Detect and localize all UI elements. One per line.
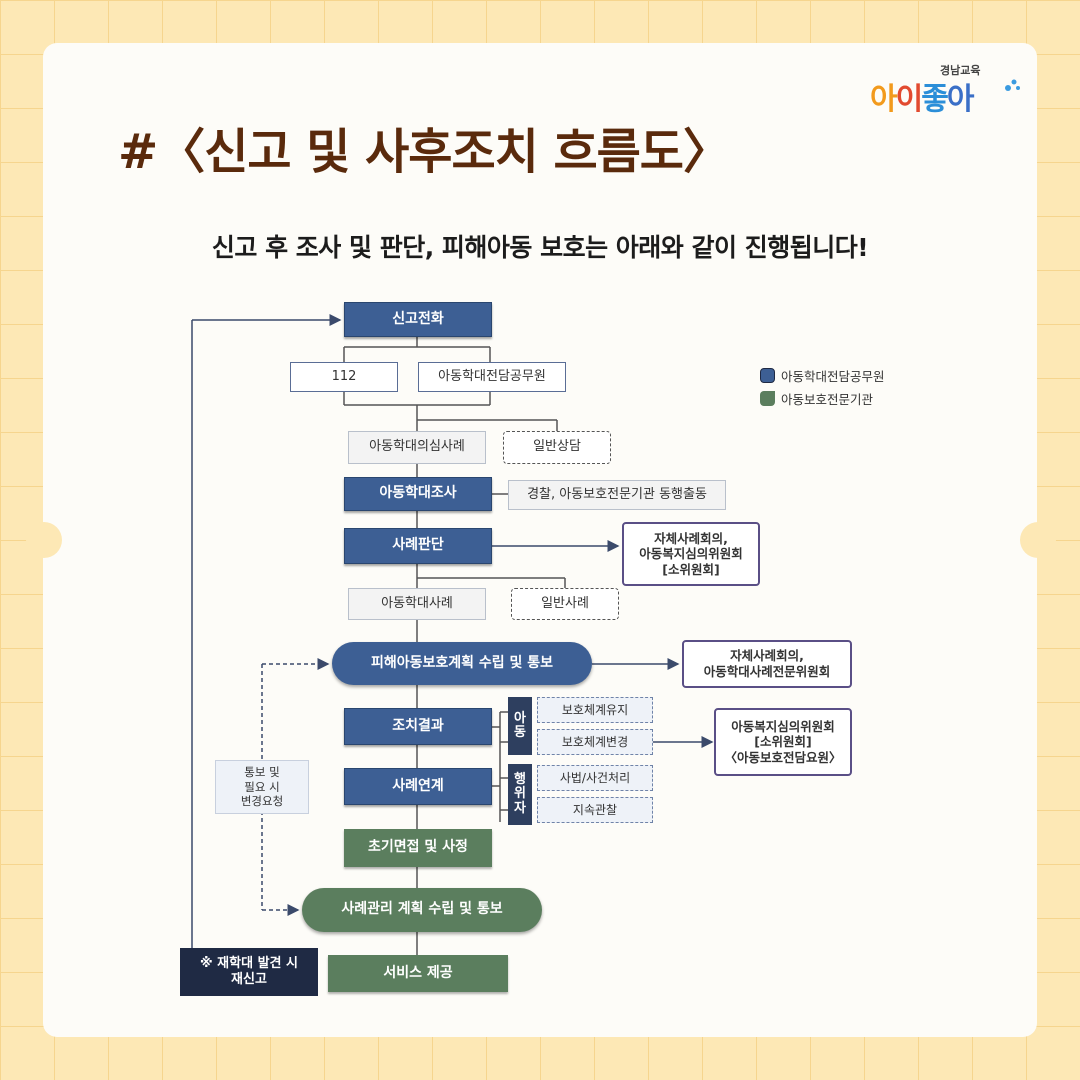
monitoring-box: 지속관찰 (537, 797, 653, 823)
general-consult-box: 일반상담 (503, 431, 611, 464)
legend-item-officer: 아동학대전담공무원 (760, 366, 885, 385)
child-tab: 아 동 (508, 697, 532, 755)
interview-box: 초기면접 및 사정 (344, 829, 492, 867)
committee-box-1: 자체사례회의, 아동복지심의위원회 [소위원회] (622, 522, 760, 586)
general-case-box: 일반사례 (511, 588, 619, 620)
page-subtitle: 신고 후 조사 및 판단, 피해아동 보호는 아래와 같이 진행됩니다! (211, 233, 869, 262)
logo-small-text: 경남교육 (940, 64, 981, 77)
keep-system-box: 보호체계유지 (537, 697, 653, 723)
legend-swatch-green (760, 391, 775, 406)
n112-box: 112 (290, 362, 398, 392)
officer-box: 아동학대전담공무원 (418, 362, 566, 392)
committee-box-3: 아동복지심의위원회 [소위원회] 〈아동보호전담요원〉 (714, 708, 852, 776)
legend-swatch-navy (760, 368, 775, 383)
case-judgment-box: 사례판단 (344, 528, 492, 564)
committee-box-2: 자체사례회의, 아동학대사례전문위원회 (682, 640, 852, 688)
police-dispatch-box: 경찰, 아동보호전문기관 동행출동 (508, 480, 726, 510)
re-abuse-box: ※ 재학대 발견 시 재신고 (180, 948, 318, 996)
action-result-box: 조치결과 (344, 708, 492, 745)
water-drop-icon (1005, 79, 1020, 91)
card-notch-right (1020, 522, 1056, 558)
logo-main-text: 아이좋아 (870, 82, 974, 117)
legend-item-agency: 아동보호전문기관 (760, 389, 885, 408)
abuse-case-box: 아동학대사례 (348, 588, 486, 620)
brand-logo: 경남교육 아이좋아 (862, 62, 1022, 118)
legend: 아동학대전담공무원 아동보호전문기관 (760, 366, 885, 412)
protection-plan-box: 피해아동보호계획 수립 및 통보 (332, 642, 592, 685)
change-system-box: 보호체계변경 (537, 729, 653, 755)
content-card (43, 43, 1037, 1037)
notify-request-note: 통보 및 필요 시 변경요청 (215, 760, 309, 814)
case-link-box: 사례연계 (344, 768, 492, 805)
suspected-case-box: 아동학대의심사례 (348, 431, 486, 464)
service-box: 서비스 제공 (328, 955, 508, 992)
report-call-box: 신고전화 (344, 302, 492, 337)
page-title: #〈신고 및 사후조치 흐름도〉 (118, 124, 731, 180)
actor-tab: 행 위 자 (508, 764, 532, 825)
judicial-box: 사법/사건처리 (537, 765, 653, 791)
management-plan-box: 사례관리 계획 수립 및 통보 (302, 888, 542, 932)
investigation-box: 아동학대조사 (344, 477, 492, 511)
card-notch-left (26, 522, 62, 558)
